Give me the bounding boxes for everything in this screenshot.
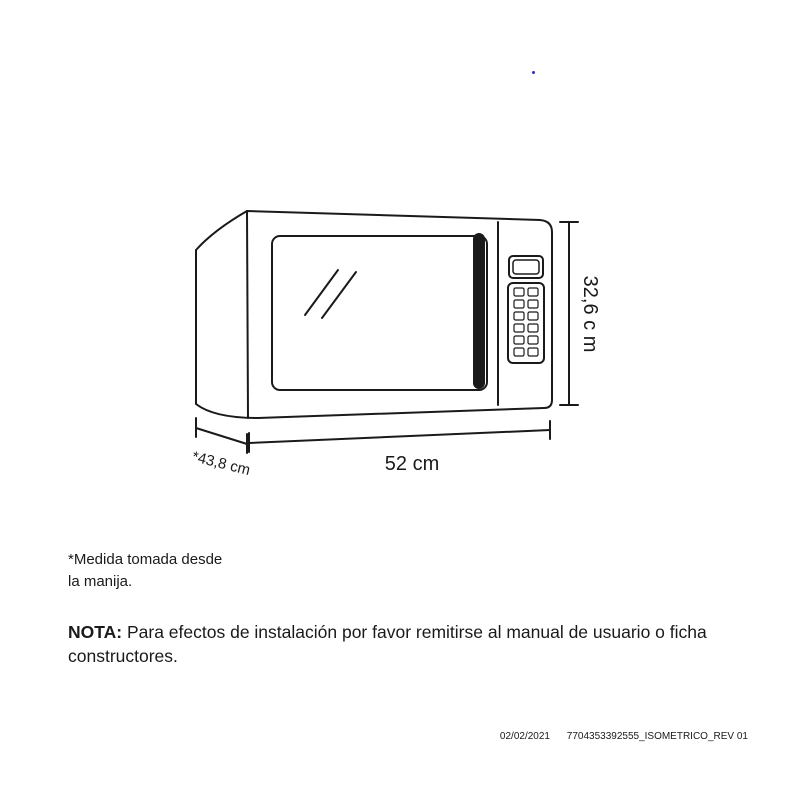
door-handle bbox=[473, 233, 485, 389]
keypad-button bbox=[527, 347, 539, 357]
footnote-line-2: la manija. bbox=[68, 573, 133, 590]
glass-glare-line bbox=[321, 271, 357, 319]
keypad-button bbox=[513, 287, 525, 297]
keypad-button bbox=[513, 335, 525, 345]
document-footer: 02/02/2021 7704353392555_ISOMETRICO_REV … bbox=[500, 731, 748, 742]
footnote-line-1: *Medida tomada desde bbox=[68, 551, 223, 568]
control-display-inner bbox=[512, 259, 540, 275]
keypad-button bbox=[513, 347, 525, 357]
keypad-button bbox=[513, 311, 525, 321]
note-label: NOTA: bbox=[68, 622, 123, 642]
footer-code: 7704353392555_ISOMETRICO_REV 01 bbox=[566, 731, 748, 742]
keypad-button bbox=[527, 335, 539, 345]
glass-glare-line bbox=[304, 269, 339, 316]
width-dimension-line bbox=[248, 420, 551, 453]
height-label: 32,6 c m bbox=[579, 276, 601, 353]
keypad-button bbox=[513, 323, 525, 333]
body-front-edge bbox=[246, 210, 249, 419]
depth-dimension-line bbox=[195, 417, 248, 454]
keypad-button bbox=[513, 299, 525, 309]
depth-label: *43,8 cm bbox=[190, 448, 252, 479]
footer-date: 02/02/2021 bbox=[499, 731, 550, 742]
microwave-body-outline bbox=[195, 210, 553, 419]
installation-note: NOTA: Para efectos de instalación por fa… bbox=[68, 620, 758, 668]
control-keypad bbox=[507, 282, 545, 364]
height-dimension-line bbox=[559, 221, 579, 406]
footnote: *Medida tomada desde la manija. bbox=[68, 549, 222, 593]
keypad-button bbox=[527, 299, 539, 309]
stray-dot bbox=[532, 71, 535, 74]
control-display bbox=[508, 255, 544, 279]
keypad-button bbox=[527, 323, 539, 333]
note-text: Para efectos de instalación por favor re… bbox=[68, 622, 707, 666]
door-window bbox=[271, 235, 488, 391]
keypad-button bbox=[527, 287, 539, 297]
keypad-button bbox=[527, 311, 539, 321]
width-label: 52 cm bbox=[385, 453, 439, 475]
